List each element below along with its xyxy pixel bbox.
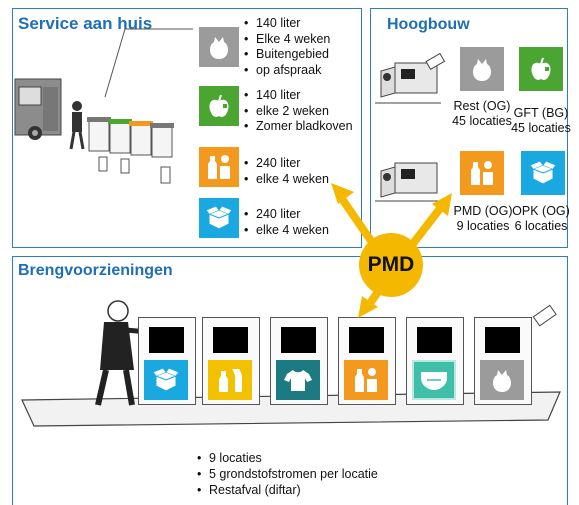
hb-paper-tile [521,151,565,195]
rest-bag-icon [492,370,512,392]
container-diaper [406,317,464,405]
gft-apple-icon [531,57,551,80]
diaper-icon [421,372,447,390]
container-slot [349,327,384,353]
container-slot [281,327,316,353]
service-title: Service aan huis [18,14,153,33]
collection-illustration [14,28,193,184]
textile-shirt-icon [284,370,312,391]
hb-pmd-tile [460,151,504,195]
pmd-details: 240 liter elke 4 weken [242,156,329,187]
hb-rest-caption: Rest (OG) 45 locaties [452,99,512,128]
hoogbouw-title: Hoogbouw [387,16,470,33]
underground-container-top-icon [375,52,446,104]
gft-details: 140 liter elke 2 weken Zomer bladkoven [242,88,353,135]
hb-pmd-caption: PMD (OG) 9 locaties [453,204,513,233]
hb-gft-tile [519,47,563,91]
hb-paper-caption: OPK (OG) 6 locaties [512,204,570,233]
hb-gft-caption: GFT (BG) 45 locaties [511,106,571,135]
rest-bag-icon [209,37,229,59]
container-glass [202,317,260,405]
paper-box-icon [152,367,180,392]
hoogbouw-panel: Hoogbouw Rest (OG) 45 locaties GFT (BG) … [370,8,571,248]
pmd-label: PMD [367,253,415,276]
gft-tile [199,86,239,126]
container-paper [138,317,196,405]
pmd-bottle-icon [355,368,377,392]
container-slot [485,327,520,353]
gft-apple-icon [209,94,229,117]
paper-box-icon [205,205,233,230]
container-pmd [338,317,396,405]
container-textile [270,317,328,405]
person-figure-icon [69,101,85,150]
service-aan-huis-panel: Service aan huis [12,8,362,248]
garbage-truck-icon [14,78,62,140]
container-rest [474,317,532,405]
container-slot [213,327,248,353]
hb-rest-tile [460,47,504,91]
bins-icon [87,117,174,184]
pmd-bottle-icon [208,155,230,179]
rest-tile [199,27,239,67]
breng-details: 9 locaties 5 grondstofstromen per locati… [195,450,378,498]
container-slot [149,327,184,353]
paper-box-icon [529,160,557,185]
rest-bag-icon [472,59,492,81]
breng-title: Brengvoorzieningen [18,262,173,279]
pmd-tile [199,147,239,187]
glass-bottle-icon [219,369,242,392]
container-slot [417,327,452,353]
rest-details: 140 liter Elke 4 weken Buitengebied op a… [242,16,330,78]
pmd-bottle-icon [471,161,493,185]
paper-tile [199,198,239,238]
paper-details: 240 liter elke 4 weken [242,207,329,238]
underground-container-bottom-icon [375,162,441,202]
